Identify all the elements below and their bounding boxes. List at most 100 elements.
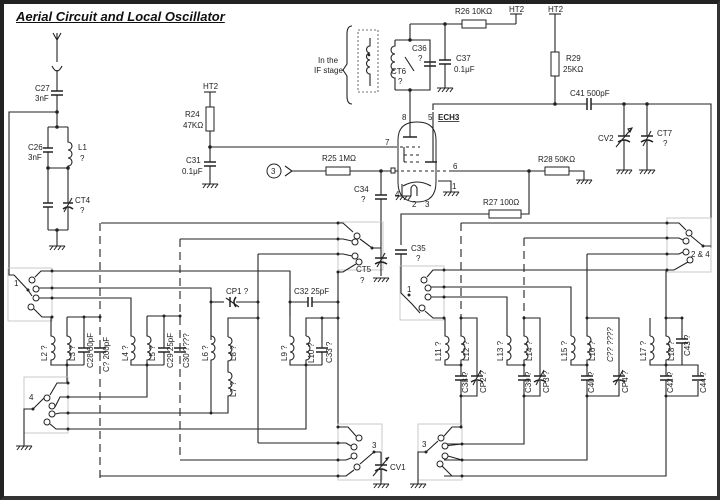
r29-resistor	[550, 51, 560, 77]
c31-value: 0.1μF	[182, 167, 203, 176]
ech3-tube	[390, 110, 460, 203]
coil-label: L2 ?	[40, 345, 49, 361]
coil-label: CP3 ?	[542, 370, 551, 393]
r28-label: R28 50KΩ	[538, 155, 575, 164]
coil-label: C40 ?	[587, 371, 596, 393]
tube-pin-8: 8	[402, 113, 407, 122]
ct6-trimmer	[404, 56, 415, 72]
coil-label: C43 ?	[683, 334, 692, 356]
r26-resistor	[461, 19, 487, 29]
c34-capacitor	[375, 194, 387, 200]
coil-label: L15 ?	[560, 340, 569, 361]
c41-capacitor	[586, 98, 592, 110]
if-coil-shield	[357, 29, 379, 93]
coil-label: L14 ?	[525, 340, 534, 361]
if-transformer-section	[342, 13, 522, 110]
ground-icon	[49, 245, 66, 251]
tube-pin-1: 1	[452, 182, 457, 191]
sw1-right-label: 1	[407, 285, 412, 294]
ground-icon	[639, 169, 656, 175]
ht2-label-r24: HT2	[203, 82, 219, 91]
coil-label: L10 ?	[307, 342, 316, 363]
c37-ref: C37	[456, 54, 471, 63]
c31-capacitor	[204, 161, 216, 167]
ht2-label-r26: HT2	[509, 5, 525, 14]
coil-label: CP2 ?	[479, 370, 488, 393]
ground-icon	[616, 169, 633, 175]
sw3-mid-label: 3	[372, 441, 377, 450]
wavechange-switch-1-left	[7, 267, 291, 340]
input-marker-icon	[266, 163, 282, 179]
coil-label: L9 ?	[280, 345, 289, 361]
c41-label: C41 500pF	[570, 89, 610, 98]
c34-ref: C34	[354, 185, 369, 194]
coil-label: L11 ?	[434, 341, 443, 361]
grid-input-section	[266, 163, 392, 262]
c27-capacitor	[51, 90, 63, 96]
tube-name: ECH3	[438, 113, 460, 122]
c36-ref: C36	[412, 44, 427, 53]
coil-label: L18 ?	[667, 340, 676, 361]
coil-label: C38 ?	[461, 371, 470, 393]
ct4-trimmer	[62, 197, 74, 213]
r24-c31-section	[202, 91, 395, 189]
tube-pin-5: 5	[428, 113, 433, 122]
coil-label: C28 60pF	[86, 333, 95, 368]
l1-value: ?	[80, 154, 85, 163]
if-secondary-coil	[390, 40, 396, 90]
wavechange-switch-2-4	[461, 217, 712, 273]
if-stage-brace-icon	[342, 25, 353, 105]
coil-label: C39 ?	[524, 371, 533, 393]
coil-label: C29 25pF	[166, 333, 175, 368]
input-marker-label: 3	[271, 167, 276, 176]
left-coil-bank	[50, 223, 340, 480]
ground-icon	[395, 195, 412, 201]
antenna-icon	[52, 32, 62, 62]
ct5-value: ?	[360, 276, 365, 285]
anode-feedback-section	[400, 166, 593, 245]
tube-pin-6: 6	[453, 162, 458, 171]
coil-label: L17 ?	[639, 340, 648, 361]
wavechange-switch-3-right	[410, 423, 464, 489]
l1-ref: L1	[78, 143, 87, 152]
fixed-capacitor	[43, 202, 53, 208]
coil-label: C33 ?	[325, 341, 334, 363]
c36-value: ?	[418, 54, 423, 63]
diagram-title: Aerial Circuit and Local Oscillator	[16, 9, 225, 24]
wavechange-switch-1-right	[399, 265, 667, 336]
coil-label: L5 ?	[148, 345, 157, 361]
cp1-label: CP1 ?	[226, 287, 249, 296]
ground-icon	[16, 445, 33, 451]
c35-ref: C35	[411, 244, 426, 253]
c32-capacitor	[307, 297, 313, 307]
r24-resistor	[205, 106, 215, 132]
ct4-ref: CT4	[75, 196, 91, 205]
coil-label: CP4 ?	[621, 370, 630, 393]
coil-label: L13 ?	[496, 340, 505, 361]
coil-label: L16 ?	[588, 340, 597, 361]
r25-label: R25 1MΩ	[322, 154, 356, 163]
r24-value: 47KΩ	[183, 121, 203, 130]
tube-pin-2: 2	[412, 200, 417, 209]
r27-label: R27 100Ω	[483, 198, 519, 207]
c37-capacitor	[439, 59, 451, 65]
ct5-ref: CT5	[356, 265, 372, 274]
ct7-value: ?	[663, 139, 668, 148]
wavechange-switch-top-mid	[101, 221, 390, 283]
l1-coil	[67, 127, 73, 168]
coil-label: L3 ?	[68, 345, 77, 361]
c35-capacitor	[395, 249, 409, 301]
coil-label: C44 ?	[699, 371, 708, 393]
tube-pin-3: 3	[425, 200, 430, 209]
sw4-label: 4	[29, 393, 34, 402]
ct6-value: ?	[398, 77, 403, 86]
c37-value: 0.1μF	[454, 65, 475, 74]
r24-ref: R24	[185, 110, 200, 119]
ct6-ref: CT6	[391, 67, 407, 76]
ht2-label-r29: HT2	[548, 5, 564, 14]
ground-icon	[576, 179, 593, 185]
ground-icon	[373, 483, 390, 489]
coil-label: L8 ?	[229, 345, 238, 361]
